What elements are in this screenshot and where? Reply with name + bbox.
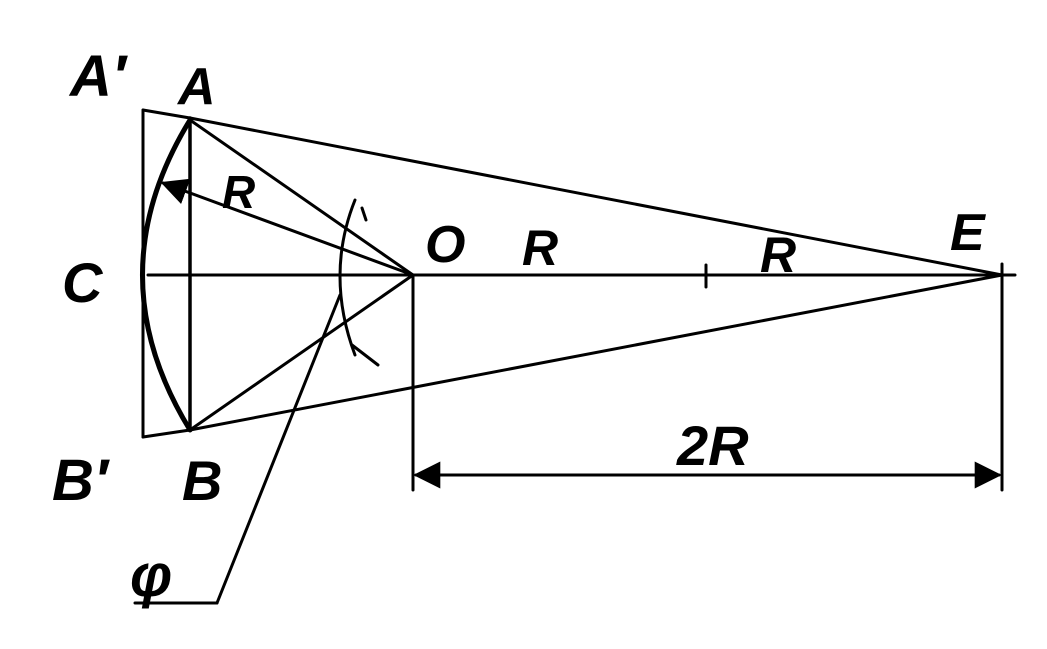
radius-a-o [188, 118, 415, 277]
line-a-e [188, 116, 1004, 277]
angle-arrow-top [360, 206, 368, 222]
phi-leader [215, 293, 342, 605]
label-phi: φ [130, 542, 172, 609]
label-dimension-2r: 2R [676, 414, 749, 477]
label-mid-to-e: R [760, 227, 796, 283]
label-o: O [425, 216, 465, 274]
label-a: A [176, 58, 216, 116]
label-c: C [62, 251, 104, 314]
radius-b-o [188, 273, 415, 432]
radius-arrow [160, 178, 415, 277]
label-b: B [182, 449, 222, 512]
line-a-prime-a [141, 108, 192, 120]
label-o-to-mid: R [522, 220, 558, 276]
line-b-e [188, 273, 1004, 432]
label-radius-arrow: R [222, 166, 255, 218]
label-e: E [950, 204, 986, 262]
arc-acb [140, 117, 193, 433]
angle-arrow-bottom [350, 343, 380, 367]
line-b-prime-b [141, 428, 192, 439]
label-a-prime: A′ [68, 44, 128, 109]
angle-arc [338, 198, 357, 357]
label-b-prime: B′ [52, 448, 110, 513]
